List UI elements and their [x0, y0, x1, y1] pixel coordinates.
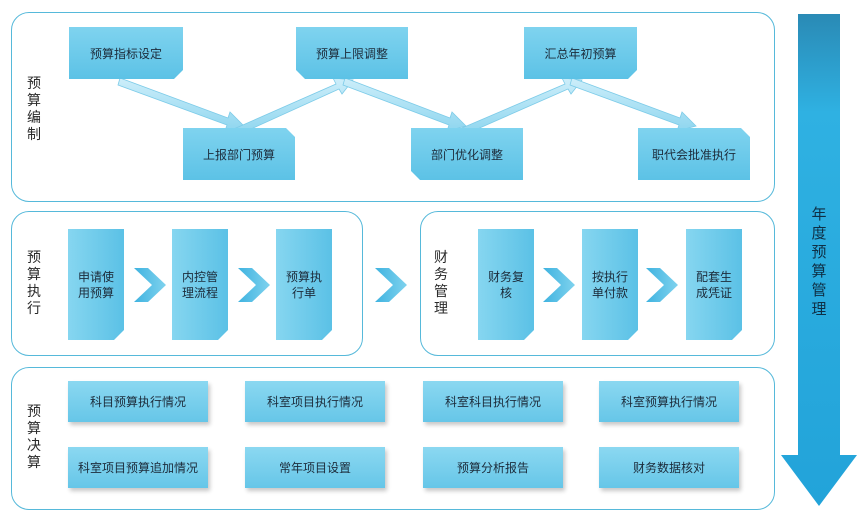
final-title: 预算决算: [27, 404, 41, 471]
execute-step-2[interactable]: 内控管理流程: [172, 229, 228, 340]
final-item-r1-3[interactable]: 科室科目执行情况: [423, 381, 563, 422]
side-arrow-shape: [781, 14, 857, 506]
execute-step-3[interactable]: 预算执行单: [276, 229, 332, 340]
execute-title: 预算执行: [27, 250, 41, 317]
final-item-r1-2[interactable]: 科室项目执行情况: [245, 381, 385, 422]
finance-title: 财务管理: [434, 250, 448, 317]
finance-step-2[interactable]: 按执行单付款: [582, 229, 638, 340]
chevron-icon: [543, 268, 575, 302]
compile-title: 预算编制: [27, 76, 41, 143]
execute-step-1[interactable]: 申请使用预算: [68, 229, 124, 340]
final-item-r2-2[interactable]: 常年项目设置: [245, 447, 385, 488]
chevron-icon: [375, 268, 407, 302]
side-arrow-label: 年度预算管理: [811, 205, 827, 318]
final-item-r2-3[interactable]: 预算分析报告: [423, 447, 563, 488]
compile-bottom-step-3[interactable]: 职代会批准执行: [638, 128, 750, 180]
chevron-icon: [134, 268, 166, 302]
finance-step-1[interactable]: 财务复核: [478, 229, 534, 340]
final-item-r2-4[interactable]: 财务数据核对: [599, 447, 739, 488]
compile-top-step-3[interactable]: 汇总年初预算: [524, 27, 637, 79]
compile-bottom-step-1[interactable]: 上报部门预算: [183, 128, 295, 180]
compile-top-step-2[interactable]: 预算上限调整: [296, 27, 408, 79]
compile-top-step-1[interactable]: 预算指标设定: [69, 27, 183, 79]
finance-step-3[interactable]: 配套生成凭证: [686, 229, 742, 340]
final-item-r2-1[interactable]: 科室项目预算追加情况: [68, 447, 208, 488]
final-item-r1-4[interactable]: 科室预算执行情况: [599, 381, 739, 422]
chevron-icon: [238, 268, 270, 302]
chevron-icon: [646, 268, 678, 302]
compile-bottom-step-2[interactable]: 部门优化调整: [411, 128, 523, 180]
final-item-r1-1[interactable]: 科目预算执行情况: [68, 381, 208, 422]
